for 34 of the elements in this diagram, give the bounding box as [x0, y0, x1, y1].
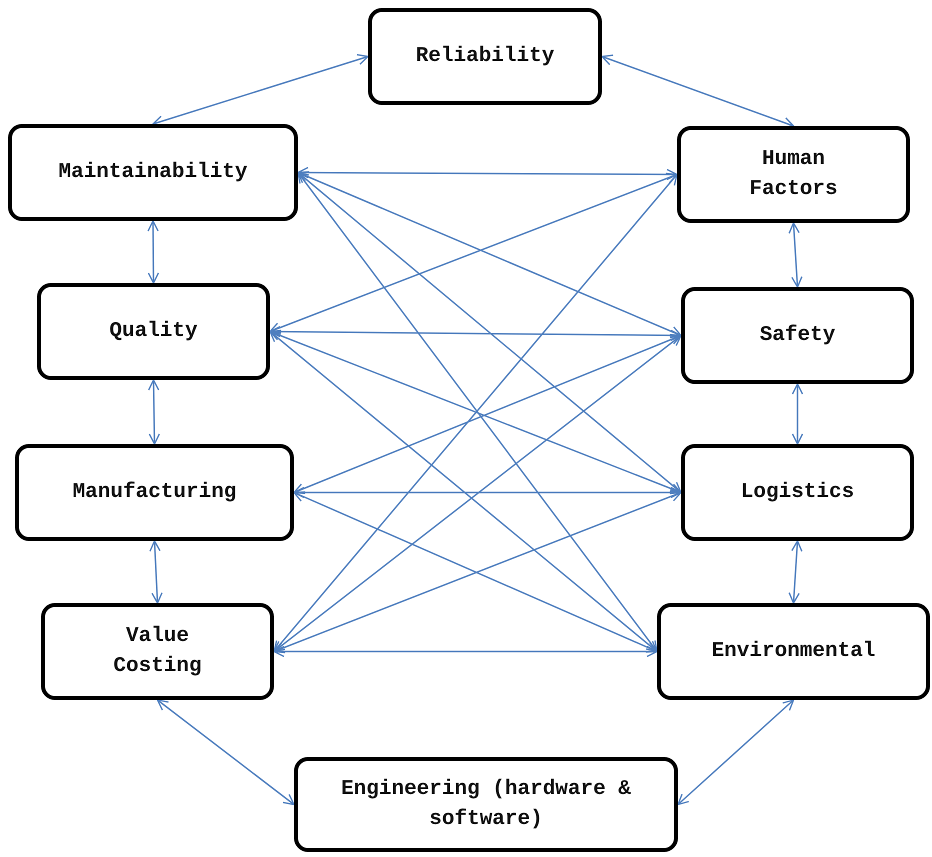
double-arrow — [297, 172, 682, 494]
double-arrow — [788, 222, 803, 288]
box-label: Quality — [108, 318, 199, 344]
concept-box — [681, 287, 914, 384]
double-arrow — [792, 383, 804, 445]
concept-box — [15, 444, 294, 541]
box-label: Safety — [758, 322, 836, 348]
concept-box — [294, 757, 678, 852]
box-label: Human Factors — [748, 146, 839, 202]
double-arrow — [156, 699, 295, 806]
double-arrow — [273, 646, 658, 658]
concept-box — [657, 603, 930, 700]
concept-box — [41, 603, 274, 700]
box-label: Manufacturing — [72, 480, 238, 506]
box-label: Logistics — [740, 480, 856, 506]
concept-box — [8, 124, 298, 221]
double-arrow — [677, 699, 794, 806]
concept-box — [681, 444, 914, 541]
double-arrow — [297, 166, 678, 180]
double-arrow — [152, 54, 369, 126]
double-arrow — [601, 54, 794, 128]
concept-box — [677, 126, 910, 223]
concept-box — [37, 283, 270, 380]
double-arrow — [788, 540, 803, 604]
box-label: Maintainability — [57, 160, 249, 186]
box-label: Environmental — [710, 638, 876, 664]
double-arrow — [147, 220, 160, 284]
box-label: Value Costing — [112, 624, 203, 680]
box-label: Reliability — [414, 44, 556, 70]
concept-box — [368, 8, 602, 105]
double-arrow — [293, 486, 682, 498]
box-label: Engineering (hardware & software) — [340, 776, 632, 832]
double-arrow — [149, 540, 163, 604]
double-arrow — [148, 379, 160, 445]
